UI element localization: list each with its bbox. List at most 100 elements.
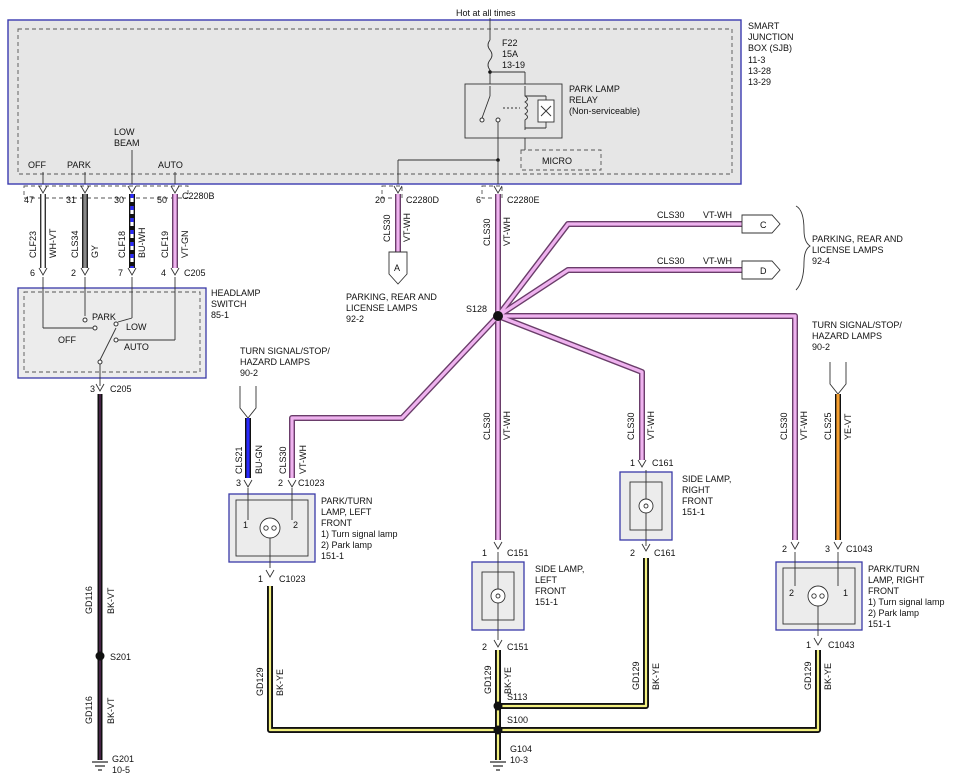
turn-left-ref-tag xyxy=(239,386,257,419)
sjb-ref-3: 13-29 xyxy=(748,77,771,87)
side-left-pin-1: 1 xyxy=(482,548,487,558)
wire-label-circuit-10: CLS30 xyxy=(482,412,492,440)
smart-junction-box: SMART JUNCTION BOX (SJB) 11-3 13-28 13-2… xyxy=(7,19,794,185)
park-left-label-5: 2) Park lamp xyxy=(321,540,372,550)
connector-c2280b xyxy=(23,185,189,199)
wire-label-color-7: VT-WH xyxy=(703,256,732,266)
pin-6: 6 xyxy=(30,268,35,278)
wire-label-circuit-3: CLF19 xyxy=(160,231,170,258)
splice-s100 xyxy=(493,725,503,735)
turn-left-ref: 90-2 xyxy=(240,368,258,378)
wire-cls30-right-park xyxy=(498,314,797,540)
turn-right-label-1: TURN SIGNAL/STOP/ xyxy=(812,320,902,330)
c1023-bottom-label: C1023 xyxy=(279,574,306,584)
wire-label-color-5: VT-WH xyxy=(502,217,512,246)
wire-label-circuit-17: GD129 xyxy=(483,665,493,694)
wire-label-color-15: BK-VT xyxy=(106,697,116,724)
left-lamp-pin-2: 2 xyxy=(293,520,298,530)
parking-c-ref: 92-4 xyxy=(812,256,830,266)
wire-cls30-left-park xyxy=(290,314,500,478)
wire-label-color-10: VT-WH xyxy=(502,411,512,440)
c205-bottom-label: C205 xyxy=(110,384,132,394)
wire-label-circuit-6: CLS30 xyxy=(657,210,685,220)
c161-bottom-label: C161 xyxy=(654,548,676,558)
fuse-and-relay: Hot at all times F22 15A 13-19 PARK LAMP… xyxy=(397,8,640,184)
parking-a-label-2: LICENSE LAMPS xyxy=(346,303,418,313)
headlamp-switch: HEADLAMP SWITCH 85-1 PARK LOW OFF AUTO 3… xyxy=(17,277,261,394)
wire-label-circuit-9: CLS30 xyxy=(278,446,288,474)
micro-label: MICRO xyxy=(542,156,572,166)
wire-label-color-14: BK-VT xyxy=(106,587,116,614)
low-beam-label-2: BEAM xyxy=(114,138,140,148)
ref-tag-c xyxy=(741,214,781,234)
parking-c-label-1: PARKING, REAR AND xyxy=(812,234,903,244)
pin-l2: 2 xyxy=(278,478,283,488)
c1043-top-label: C1043 xyxy=(846,544,873,554)
right-lamp-pin-2: 2 xyxy=(789,588,794,598)
pin-7: 7 xyxy=(118,268,123,278)
pin-2: 2 xyxy=(71,268,76,278)
ref-tag-a xyxy=(388,251,408,285)
wire-label-circuit-13: CLS25 xyxy=(823,412,833,440)
turn-right-ref: 90-2 xyxy=(812,342,830,352)
headlamp-switch-lever-icon xyxy=(99,327,117,361)
c2280d-branch: 20 C2280D CLS30 VT-WH A PARKING, REAR AN… xyxy=(346,185,440,324)
c151-bottom-label: C151 xyxy=(507,642,529,652)
pin-3-c205: 3 xyxy=(90,384,95,394)
park-right-label-2: LAMP, RIGHT xyxy=(868,575,925,585)
side-left-bulb-icon xyxy=(490,588,506,604)
wire-label-color-11: VT-WH xyxy=(646,411,656,440)
sjb-to-switch-wires: C2280B 47 31 30 50 CLF23 WH-VT CLS34 GY … xyxy=(23,185,215,278)
micro-box xyxy=(520,149,602,171)
wire-label-color-1: GY xyxy=(90,245,100,258)
switch-low-label: LOW xyxy=(126,322,147,332)
wire-label-color-2: BU-WH xyxy=(137,228,147,259)
pin-31: 31 xyxy=(66,195,76,205)
park-left-label-3: FRONT xyxy=(321,518,352,528)
park-left-label-2: LAMP, LEFT xyxy=(321,507,372,517)
lamp-bulb-icon xyxy=(259,517,281,539)
fuse-ref: 13-19 xyxy=(502,60,525,70)
pin-30: 30 xyxy=(114,195,124,205)
park-turn-lamp-right: TURN SIGNAL/STOP/ HAZARD LAMPS 90-2 CLS2… xyxy=(775,320,945,650)
sjb-park-label: PARK xyxy=(67,160,91,170)
c151-top-label: C151 xyxy=(507,548,529,558)
sjb-off-label: OFF xyxy=(28,160,46,170)
wire-cls30-c xyxy=(496,222,742,317)
parking-a-label-1: PARKING, REAR AND xyxy=(346,292,437,302)
c1043-bottom-label: C1043 xyxy=(828,640,855,650)
lamp-bulb-icon-right xyxy=(807,585,829,607)
tag-c-label: C xyxy=(760,220,767,230)
s128-label: S128 xyxy=(466,304,487,314)
right-lamp-pin-1: 1 xyxy=(843,588,848,598)
turn-right-ref-tag xyxy=(829,362,847,395)
tag-a-label: A xyxy=(394,263,400,273)
wire-label-circuit-16: GD129 xyxy=(255,667,265,696)
wire-label-circuit-12: CLS30 xyxy=(779,412,789,440)
ground-g104-icon xyxy=(490,761,506,771)
wire-label-circuit-0: CLF23 xyxy=(28,231,38,258)
park-left-label-4: 1) Turn signal lamp xyxy=(321,529,398,539)
wire-cls30-d xyxy=(497,268,742,318)
side-lamp-left: 1 C151 SIDE LAMP, LEFT FRONT 151-1 2 C15… xyxy=(471,541,584,652)
headlamp-switch-ref: 85-1 xyxy=(211,310,229,320)
wire-label-color-9: VT-WH xyxy=(298,445,308,474)
wire-label-circuit-2: CLF18 xyxy=(117,231,127,258)
turn-left-label-2: HAZARD LAMPS xyxy=(240,357,310,367)
wire-label-circuit-19: GD129 xyxy=(803,661,813,690)
relay-coil-icon xyxy=(524,86,528,130)
wire-label-color-6: VT-WH xyxy=(703,210,732,220)
relay-label-3: (Non-serviceable) xyxy=(569,106,640,116)
ground-g104-network: GD129 BK-YE GD129 BK-YE GD129 BK-YE GD12… xyxy=(255,558,833,771)
park-right-label-4: 1) Turn signal lamp xyxy=(868,597,945,607)
wire-label-color-0: WH-VT xyxy=(48,228,58,258)
g201-ref: 10-5 xyxy=(112,765,130,775)
pin-6-c2280e: 6 xyxy=(476,195,481,205)
park-left-ref: 151-1 xyxy=(321,551,344,561)
c1023-top-label: C1023 xyxy=(298,478,325,488)
park-right-label-5: 2) Park lamp xyxy=(868,608,919,618)
switch-off-label: OFF xyxy=(58,335,76,345)
c2280d-label: C2280D xyxy=(406,195,440,205)
c2280b-label: C2280B xyxy=(182,191,215,201)
